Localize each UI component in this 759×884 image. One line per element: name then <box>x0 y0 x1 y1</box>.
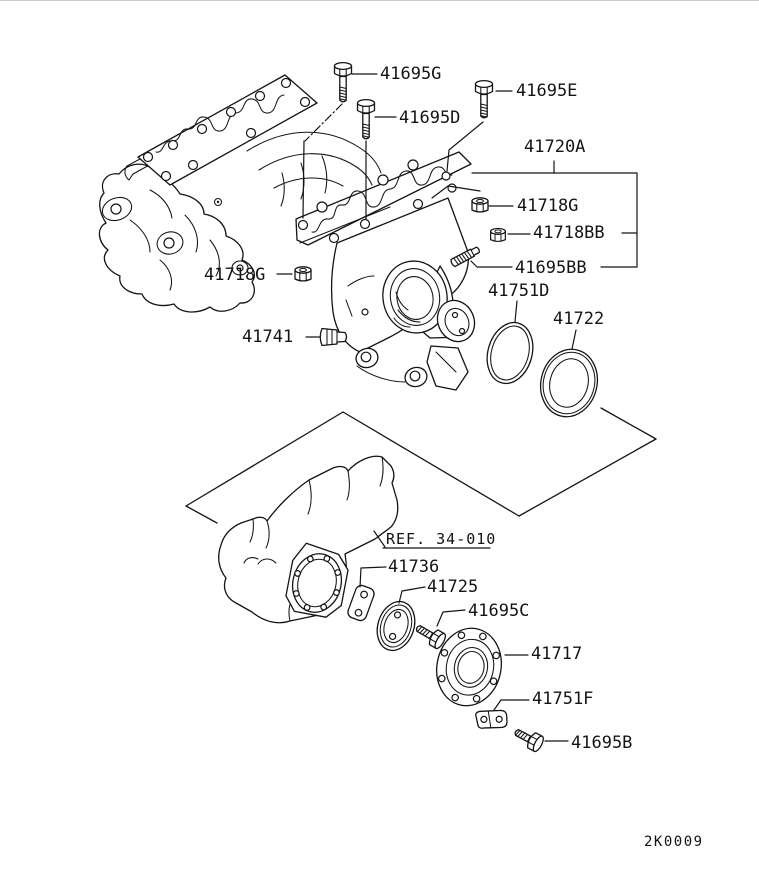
leader-41751d <box>514 300 518 323</box>
leader-41695c <box>436 609 466 627</box>
manifold-boss-lower-hole <box>163 237 175 249</box>
cylinder-end-hole-b <box>458 327 466 335</box>
part-label-41695c: 41695C <box>468 601 529 621</box>
manifold-stud-center <box>216 200 220 204</box>
manifold-flange-holes <box>142 77 311 182</box>
housing-detail-lines <box>243 456 384 622</box>
bolt-41695g-drawing <box>333 61 353 103</box>
bore-ring-hatching <box>393 291 421 328</box>
housing-flange-inner <box>297 558 337 608</box>
seal-41722-drawing <box>539 348 599 418</box>
flange-41717-drawing <box>436 627 502 707</box>
stud-41695bb-drawing <box>450 246 480 268</box>
housing-flange-holes <box>292 555 342 611</box>
manifold-assembly-drawing <box>98 74 382 313</box>
nut-41718bb-drawing <box>490 227 506 243</box>
part-label-41695g: 41695G <box>380 64 441 84</box>
part-label-41725: 41725 <box>427 577 478 597</box>
cover-41725-drawing <box>376 600 416 652</box>
manifold-boss-left-hole <box>110 203 122 215</box>
nut-41718g-left-drawing <box>294 266 312 282</box>
manifold-boss-right-hole <box>236 264 244 272</box>
bracket-41720a <box>471 172 638 268</box>
part-label-41695bb: 41695BB <box>515 258 587 278</box>
part-label-41720a: 41720A <box>524 137 585 157</box>
carrier-gusset-details <box>345 275 375 317</box>
ref-label: REF. 34-010 <box>386 530 496 548</box>
part-label-41718g-right: 41718G <box>517 196 578 216</box>
bracket-41751f-drawing <box>475 709 508 729</box>
bolt-41695b-drawing <box>514 729 544 753</box>
manifold-body-detail-lines <box>129 189 220 291</box>
nut-41718g-right-drawing <box>471 197 489 213</box>
leader-41736 <box>359 566 387 588</box>
carrier-gusset-hole <box>361 308 369 316</box>
bolt-41695d-drawing <box>356 98 376 140</box>
part-label-41718g-left: 41718G <box>204 265 265 285</box>
manifold-flange-gasket-wave <box>155 94 285 153</box>
cylinder-end-hole-a <box>451 311 459 319</box>
foot-boss-right-hole <box>409 370 421 382</box>
pointer-41695g <box>302 140 305 219</box>
leader-41695bb <box>470 260 513 268</box>
bolt-41695c-drawing <box>415 625 447 650</box>
leader-ref <box>373 530 386 548</box>
leader-lines <box>276 73 638 742</box>
separation-plane-lines <box>185 407 657 524</box>
pointer-41695e <box>446 121 484 172</box>
leader-41725 <box>398 586 426 604</box>
plug-41741-drawing <box>319 327 348 347</box>
part-label-41718bb: 41718BB <box>533 223 605 243</box>
part-label-41736: 41736 <box>388 557 439 577</box>
rear-mount-block <box>426 345 469 391</box>
manifold-runner-arches <box>246 131 382 207</box>
part-label-41751f: 41751F <box>532 689 593 709</box>
part-label-41741: 41741 <box>242 327 293 347</box>
plate-41736-drawing <box>347 584 375 622</box>
centerline-41695g <box>304 103 343 142</box>
housing-body <box>218 455 399 624</box>
part-label-41695d: 41695D <box>399 108 460 128</box>
leader-41722 <box>571 329 577 350</box>
manifold-stud-ring <box>213 197 223 207</box>
part-labels: 41695G 41695E 41695D 41720A 41718G 41718… <box>204 64 704 850</box>
flange-41717-holes <box>437 631 501 703</box>
pointer-41718g-right <box>431 185 481 199</box>
part-label-41751d: 41751D <box>488 281 549 301</box>
part-label-41695b: 41695B <box>571 733 632 753</box>
adapter-plate-holes <box>297 159 457 244</box>
adapter-plate-gasket-wave <box>311 166 453 233</box>
part-label-41722: 41722 <box>553 309 604 329</box>
oring-41751d-drawing <box>486 321 534 385</box>
housing-drawing <box>218 455 399 624</box>
adapter-plate-thickness <box>299 206 391 244</box>
manifold-flange-plate <box>137 74 318 186</box>
bolt-41695e-drawing <box>474 79 494 119</box>
leader-41751f <box>493 699 530 711</box>
adapter-plate <box>295 151 472 246</box>
adapter-assembly-drawing <box>295 151 476 391</box>
figure-code: 2K0009 <box>644 834 704 850</box>
part-label-41695e: 41695E <box>516 81 577 101</box>
rear-mount-block-edge <box>435 351 457 373</box>
foot-bridge-line <box>356 365 406 383</box>
part-label-41717: 41717 <box>531 644 582 664</box>
page-top-rule <box>0 0 759 1</box>
foot-boss-left-hole <box>360 351 372 363</box>
